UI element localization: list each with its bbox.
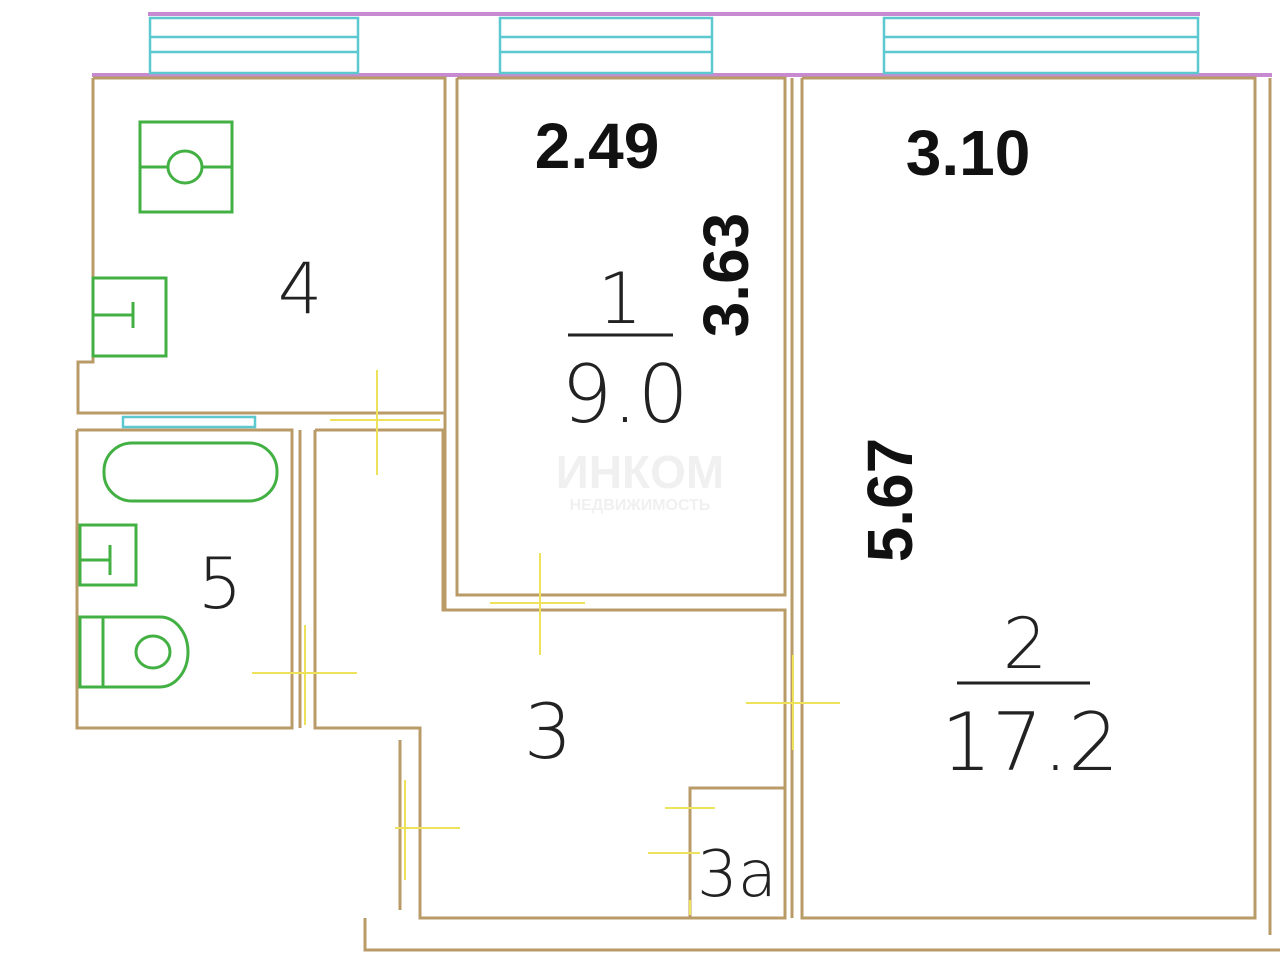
window-room-1	[498, 16, 714, 75]
room-1-length-dimension: 3.63	[690, 213, 762, 338]
bathtub-icon	[102, 441, 279, 503]
balcony	[92, 12, 1272, 77]
door-markers	[252, 370, 840, 915]
kitchen-sink-icon	[91, 276, 168, 358]
stove-icon	[138, 120, 234, 214]
room-3a-number: 3а	[697, 838, 777, 912]
room-1-walls	[455, 76, 787, 597]
watermark-logo: ИНКОМ	[556, 446, 724, 498]
window-kitchen	[148, 16, 360, 75]
room-2-width-dimension: 3.10	[906, 117, 1031, 189]
room-3-walls	[313, 428, 787, 920]
room-5-number: 5	[198, 543, 243, 625]
windows	[121, 16, 1200, 429]
watermark-subtitle: НЕДВИЖИМОСТЬ	[570, 497, 711, 514]
room-2-length-dimension: 5.67	[854, 438, 926, 563]
room-5-walls	[75, 428, 294, 730]
room-2-number: 2	[1003, 603, 1048, 685]
window-bathroom	[121, 415, 257, 429]
room-2-walls	[800, 76, 1257, 920]
room-3-number: 3	[524, 687, 572, 776]
room-4-walls	[76, 76, 447, 415]
room-4-number: 4	[278, 248, 323, 330]
walls	[75, 76, 1280, 952]
room-3a-walls	[688, 786, 785, 918]
window-room-2	[882, 16, 1200, 75]
bathroom-sink-icon	[78, 523, 138, 587]
room-2-area: 17.2	[941, 696, 1119, 789]
room-1-area: 9.0	[561, 348, 688, 441]
room-1-width-dimension: 2.49	[535, 110, 660, 182]
toilet-icon	[78, 615, 190, 689]
room-1-number: 1	[598, 258, 643, 340]
